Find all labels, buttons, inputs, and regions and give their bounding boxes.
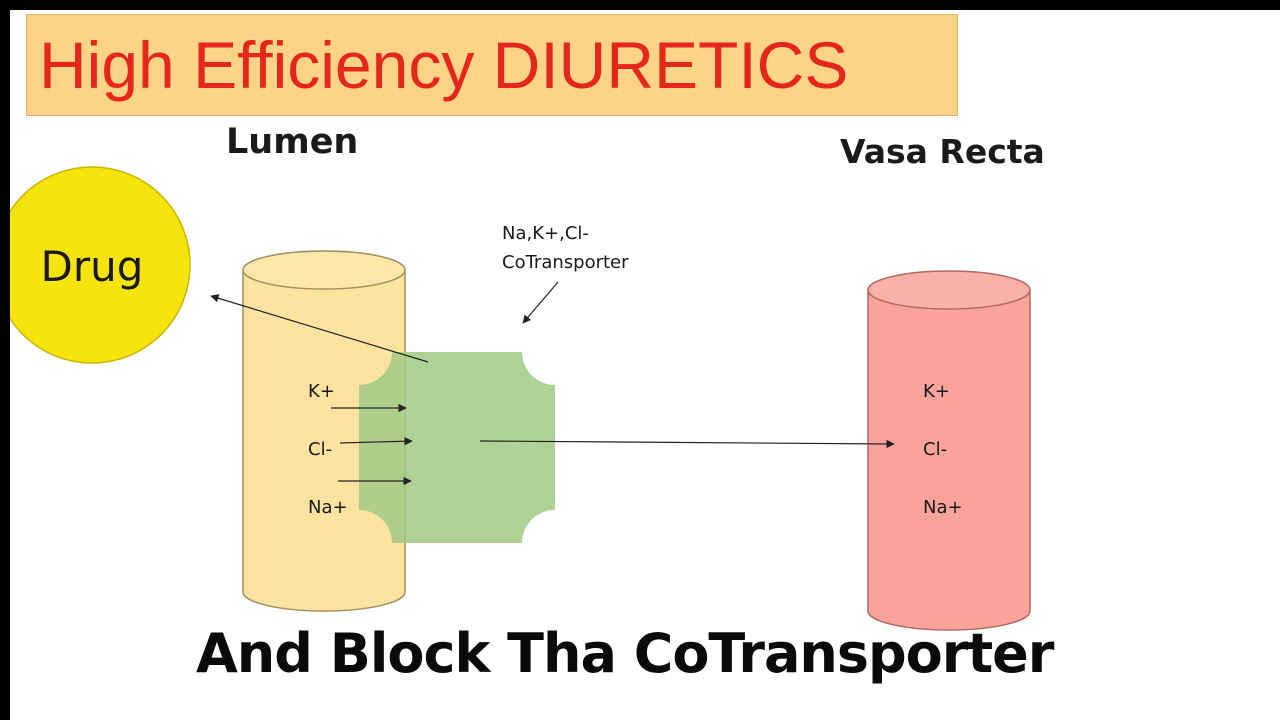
vasa-recta-heading: Vasa Recta	[840, 132, 1045, 171]
cl-ion-arrow	[339, 437, 413, 446]
vasa-ion-na: Na+	[923, 497, 963, 518]
lumen-ion-k: K+	[308, 381, 335, 402]
title-banner: High Efficiency DIURETICS	[26, 14, 958, 116]
cotransporter-label-line2: CoTransporter	[502, 252, 629, 273]
lumen-ion-cl: Cl-	[308, 439, 332, 460]
vasa-ion-k: K+	[923, 381, 950, 402]
cotransporter-shape	[359, 352, 555, 543]
vasa-recta-cylinder	[867, 270, 1031, 631]
slide-canvas: High Efficiency DIURETICS Lumen Vasa Rec…	[10, 10, 1280, 720]
cotransporter-label-line1: Na,K+,Cl-	[502, 223, 589, 244]
slide-title: High Efficiency DIURETICS	[39, 28, 849, 102]
lumen-ion-na: Na+	[308, 497, 348, 518]
lumen-cylinder	[242, 250, 406, 612]
drug-label: Drug	[41, 242, 144, 291]
caption-subtitle: And Block Tha CoTransporter	[196, 622, 1054, 685]
drug-circle	[10, 166, 191, 364]
transport-arrow	[479, 439, 895, 449]
lumen-heading: Lumen	[226, 122, 359, 162]
vasa-ion-cl: Cl-	[923, 439, 947, 460]
cotransporter-pointer-arrow	[522, 281, 559, 324]
diagram-svg: Drug Na,K+,Cl- CoTransporter K+ Cl- Na+	[10, 166, 1031, 631]
drug-arrow	[210, 294, 429, 363]
